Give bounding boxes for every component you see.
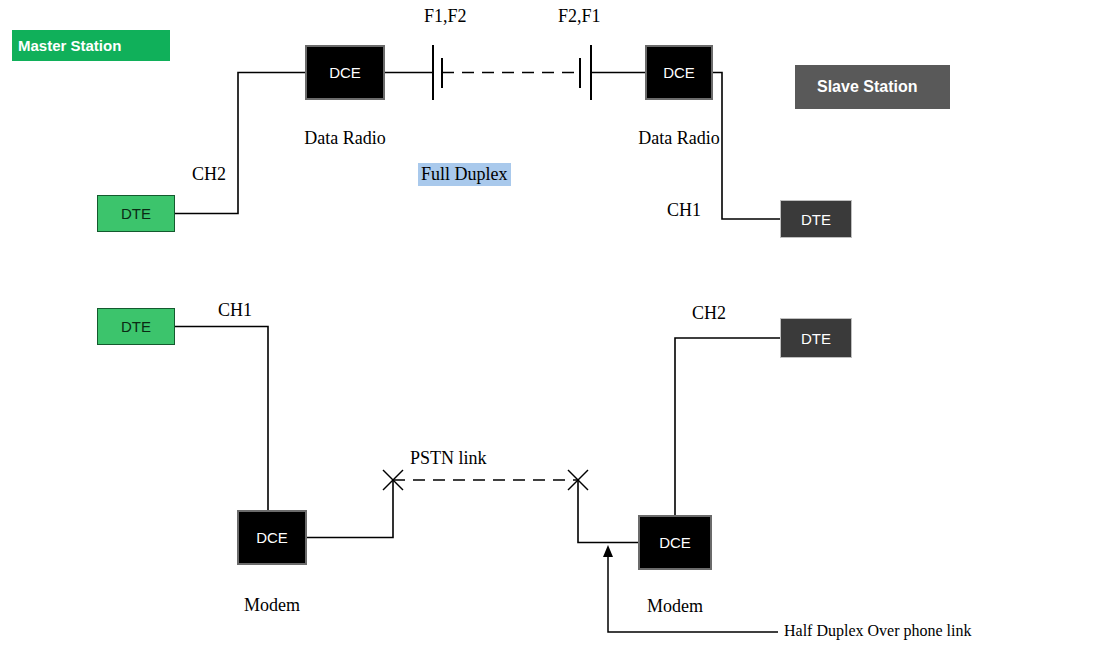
channel-label: CH2 bbox=[192, 164, 226, 185]
channel-label: PSTN link bbox=[410, 448, 487, 469]
cabinet-top bbox=[795, 110, 940, 135]
connector bbox=[175, 73, 305, 214]
text-label: Full Duplex bbox=[418, 163, 511, 186]
line-tap-mark bbox=[383, 470, 588, 490]
connector bbox=[307, 480, 638, 543]
connector-segment bbox=[591, 72, 645, 74]
dce-box: DCEModem bbox=[638, 515, 712, 570]
cabinet-side bbox=[12, 55, 45, 495]
cabinet-front bbox=[840, 135, 940, 430]
connector-segment bbox=[578, 480, 638, 543]
text-label: Half Duplex Over phone link bbox=[784, 622, 972, 640]
connector-segment bbox=[385, 72, 433, 74]
arrow-head bbox=[603, 545, 613, 557]
connector bbox=[385, 72, 645, 73]
connector bbox=[713, 73, 780, 220]
station-title: Master Station bbox=[12, 30, 170, 61]
box-label: DCE bbox=[256, 529, 288, 546]
box-label: DCE bbox=[659, 534, 691, 551]
connector-segment bbox=[442, 72, 580, 74]
cabinet-shape bbox=[795, 65, 955, 430]
dte-box: DTE bbox=[97, 308, 175, 345]
antenna-symbol bbox=[433, 45, 442, 100]
connector-segment bbox=[307, 480, 393, 538]
channel-label: CH1 bbox=[218, 300, 252, 321]
box-label: DTE bbox=[121, 205, 151, 222]
connector-segment bbox=[675, 338, 780, 515]
antenna-bar bbox=[579, 58, 581, 88]
station-cabinet: Slave StationDTE DTE bbox=[795, 65, 955, 430]
box-label: DCE bbox=[329, 64, 361, 81]
connector-segment bbox=[393, 479, 578, 481]
dce-box: DCEModem bbox=[237, 510, 307, 565]
device-caption: Modem bbox=[244, 595, 300, 616]
dce-box: DCEData Radio bbox=[305, 45, 385, 100]
dte-box: DTE bbox=[780, 200, 852, 238]
cabinet-side bbox=[795, 110, 840, 430]
antenna-symbol bbox=[580, 45, 591, 100]
channel-label: CH1 bbox=[667, 200, 701, 221]
dte-box: DTE bbox=[97, 195, 175, 232]
connector bbox=[175, 327, 268, 511]
connector-segment bbox=[175, 327, 268, 511]
box-label: DTE bbox=[121, 318, 151, 335]
text-label: F1,F2 bbox=[424, 6, 467, 27]
box-label: DTE bbox=[801, 211, 831, 228]
connector bbox=[675, 338, 780, 515]
cabinet-shape bbox=[12, 30, 187, 495]
dte-box: DTE bbox=[780, 318, 852, 358]
box-label: DCE bbox=[663, 64, 695, 81]
device-caption: Modem bbox=[647, 596, 703, 617]
box-label: DTE bbox=[801, 330, 831, 347]
cabinet-front bbox=[45, 90, 185, 495]
device-caption: Data Radio bbox=[638, 128, 719, 149]
station-title: Slave Station bbox=[795, 65, 950, 109]
connector-segment bbox=[713, 73, 780, 220]
text-label: F2,F1 bbox=[558, 6, 601, 27]
dce-box: DCEData Radio bbox=[645, 45, 713, 100]
station-cabinet: Master StationDTE DTE bbox=[12, 30, 187, 495]
channel-label: CH2 bbox=[692, 303, 726, 324]
device-caption: Data Radio bbox=[304, 128, 385, 149]
connector-segment bbox=[175, 73, 305, 214]
